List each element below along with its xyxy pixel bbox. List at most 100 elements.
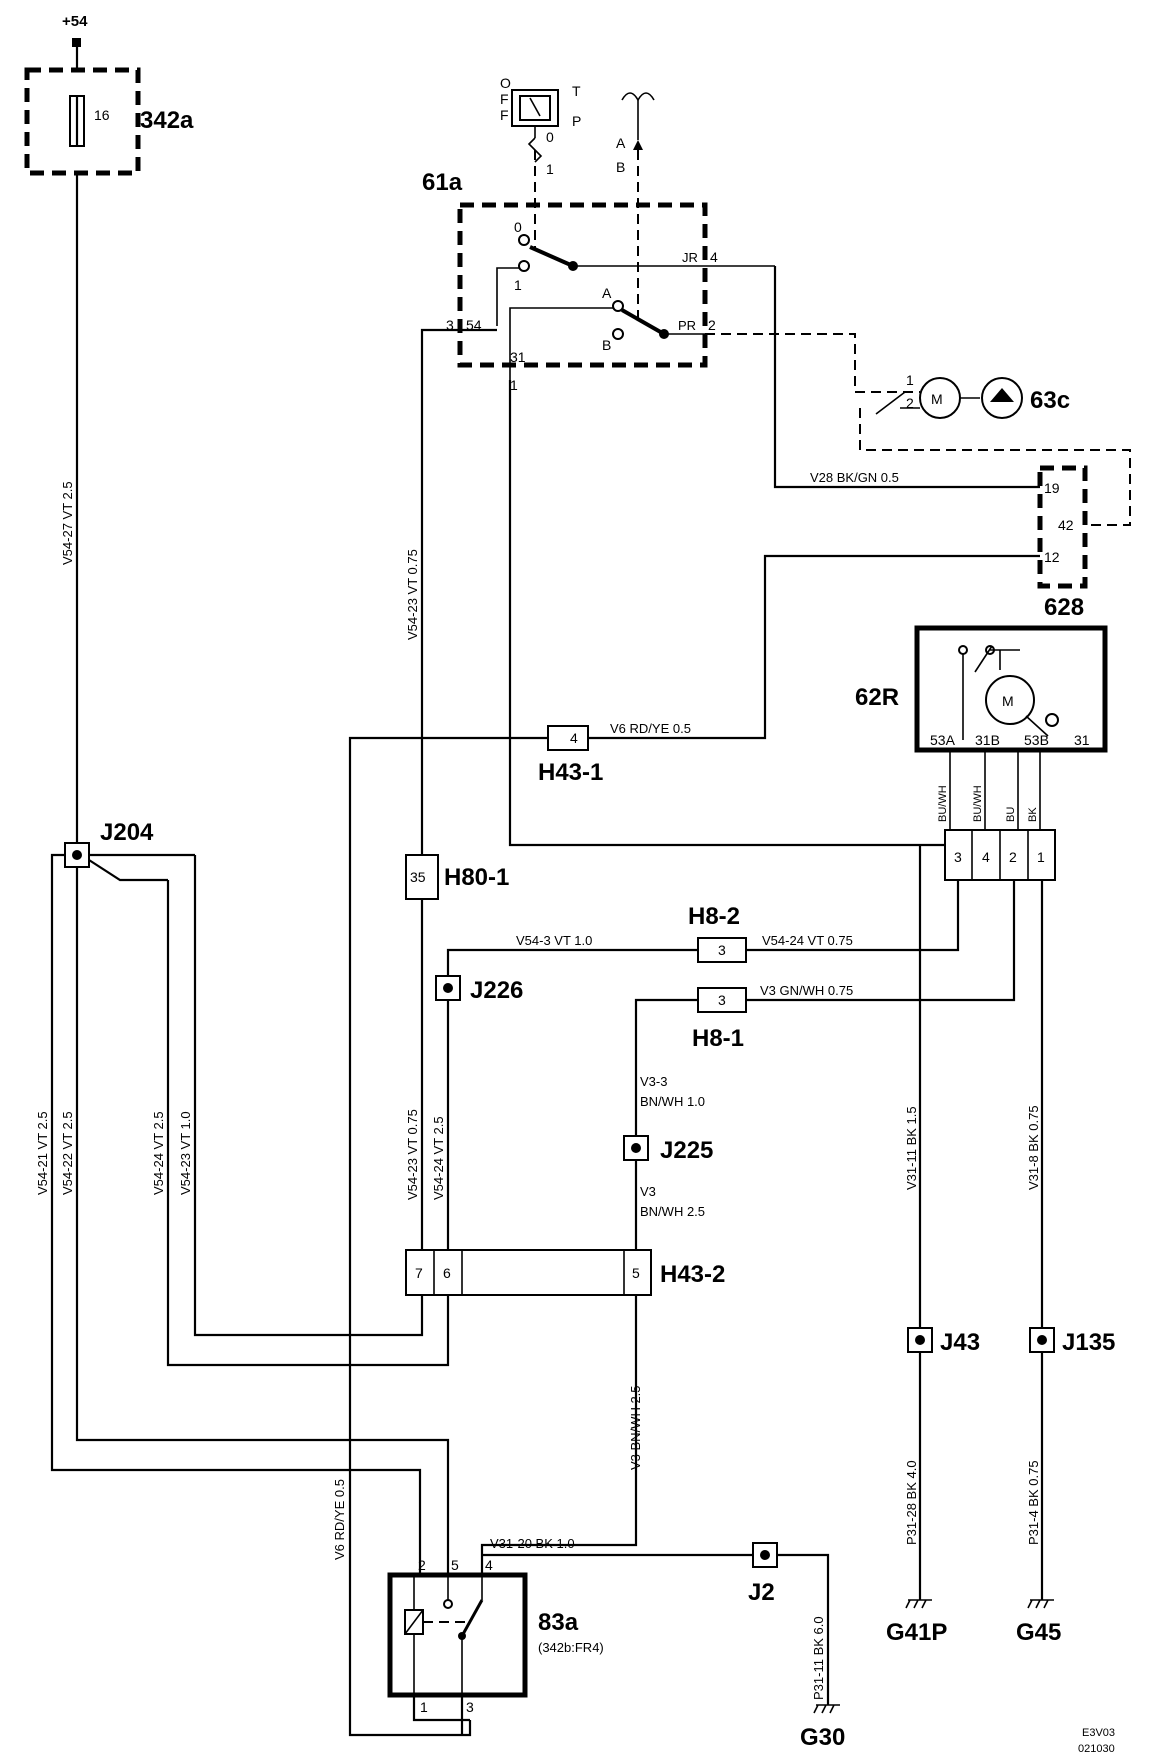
svg-text:BU/WH: BU/WH bbox=[972, 785, 984, 822]
supply-label: +54 bbox=[62, 13, 88, 30]
connector-h8-2: 3 H8-2 bbox=[688, 903, 747, 963]
svg-text:J135: J135 bbox=[1062, 1329, 1115, 1356]
connector-h43-2: 7 6 5 H43-2 bbox=[405, 1249, 725, 1296]
wire-v54-21: V54-21 VT 2.5 bbox=[35, 1111, 50, 1195]
junction-j2: J2 bbox=[748, 1542, 778, 1606]
svg-text:31: 31 bbox=[1074, 732, 1090, 748]
svg-text:G45: G45 bbox=[1016, 1619, 1061, 1646]
svg-text:B: B bbox=[616, 159, 625, 175]
footer-code: E3V03 bbox=[1082, 1727, 1115, 1739]
svg-text:63c: 63c bbox=[1030, 387, 1070, 414]
svg-text:0: 0 bbox=[546, 129, 554, 145]
wire-v3-3-a: V3-3 bbox=[640, 1074, 667, 1089]
svg-text:4: 4 bbox=[982, 849, 990, 865]
footer-date: 021030 bbox=[1078, 1743, 1115, 1755]
wire-v31-11-a: V31-11 BK 1.5 bbox=[904, 1106, 919, 1190]
svg-text:M: M bbox=[931, 391, 943, 407]
wire-v54-24-c: V54-24 VT 2.5 bbox=[431, 1116, 446, 1200]
svg-text:H43-1: H43-1 bbox=[538, 759, 603, 786]
svg-text:G30: G30 bbox=[800, 1724, 845, 1751]
svg-text:H8-1: H8-1 bbox=[692, 1025, 744, 1052]
svg-text:1: 1 bbox=[510, 377, 518, 393]
wire-v3-b2: BN/WH 2.5 bbox=[640, 1204, 705, 1219]
rear-wiper-switch-61a: 61a O F F T P 0 1 A B 0 1 A B bbox=[422, 75, 775, 393]
svg-text:2: 2 bbox=[906, 395, 914, 411]
svg-text:F: F bbox=[500, 107, 509, 123]
wire-v54-24-a: V54-24 VT 0.75 bbox=[762, 933, 853, 948]
svg-text:H80-1: H80-1 bbox=[444, 864, 509, 891]
svg-text:A: A bbox=[602, 285, 612, 301]
fuse-label: 342a bbox=[140, 107, 194, 134]
relay-83a: 2 5 4 1 3 83a (342b:FR4) bbox=[387, 1557, 604, 1715]
svg-text:BK: BK bbox=[1027, 807, 1039, 822]
svg-text:3: 3 bbox=[466, 1699, 474, 1715]
fuse-number: 16 bbox=[94, 107, 110, 123]
svg-text:53B: 53B bbox=[1024, 732, 1049, 748]
wire-v31-20: V31-20 BK 1.0 bbox=[490, 1536, 575, 1551]
svg-text:62R: 62R bbox=[855, 684, 899, 711]
svg-text:(342b:FR4): (342b:FR4) bbox=[538, 1640, 604, 1655]
svg-text:J225: J225 bbox=[660, 1137, 713, 1164]
wire-v54-23-b: V54-23 VT 1.0 bbox=[178, 1111, 193, 1195]
connector-h43-1: 4 H43-1 bbox=[538, 725, 603, 786]
wire-v3-a: V3 GN/WH 0.75 bbox=[760, 983, 853, 998]
svg-text:3: 3 bbox=[718, 942, 726, 958]
svg-text:J43: J43 bbox=[940, 1329, 980, 1356]
svg-text:O: O bbox=[500, 75, 511, 91]
module-628: 19 42 12 628 bbox=[1037, 465, 1088, 621]
svg-text:M: M bbox=[1002, 693, 1014, 709]
svg-text:53A: 53A bbox=[930, 732, 956, 748]
svg-text:3: 3 bbox=[954, 849, 962, 865]
svg-text:1: 1 bbox=[420, 1699, 428, 1715]
fuse-342a: 16 342a bbox=[24, 67, 194, 176]
ground-g30: G30 bbox=[800, 1704, 845, 1751]
svg-text:19: 19 bbox=[1044, 480, 1060, 496]
svg-text:42: 42 bbox=[1058, 517, 1074, 533]
svg-text:1: 1 bbox=[906, 372, 914, 388]
svg-text:H43-2: H43-2 bbox=[660, 1261, 725, 1288]
svg-text:T: T bbox=[572, 83, 581, 99]
wire-v3-c: V3 BN/WH 2.5 bbox=[628, 1385, 643, 1470]
ground-g45: G45 bbox=[1016, 1599, 1061, 1646]
svg-text:J204: J204 bbox=[100, 819, 154, 846]
svg-text:4: 4 bbox=[485, 1557, 493, 1573]
wire-v54-24-b: V54-24 VT 2.5 bbox=[151, 1111, 166, 1195]
svg-text:J226: J226 bbox=[470, 977, 523, 1004]
wire-v3-3-b: BN/WH 1.0 bbox=[640, 1094, 705, 1109]
svg-text:35: 35 bbox=[410, 869, 426, 885]
wire-v54-3: V54-3 VT 1.0 bbox=[516, 933, 592, 948]
svg-text:3: 3 bbox=[718, 992, 726, 1008]
svg-text:2: 2 bbox=[708, 317, 716, 333]
svg-text:H8-2: H8-2 bbox=[688, 903, 740, 930]
svg-text:31B: 31B bbox=[975, 732, 1000, 748]
svg-text:0: 0 bbox=[514, 219, 522, 235]
switch-61a-label: 61a bbox=[422, 169, 463, 196]
svg-text:1: 1 bbox=[546, 161, 554, 177]
svg-text:31: 31 bbox=[510, 349, 526, 365]
svg-text:A: A bbox=[616, 135, 626, 151]
svg-text:2: 2 bbox=[1009, 849, 1017, 865]
junction-j204: J204 bbox=[64, 819, 154, 868]
svg-text:5: 5 bbox=[451, 1557, 459, 1573]
svg-text:BU: BU bbox=[1005, 807, 1017, 822]
wire-v31-8: V31-8 BK 0.75 bbox=[1026, 1105, 1041, 1190]
wire-v28: V28 BK/GN 0.5 bbox=[810, 470, 899, 485]
wire-p31-4: P31-4 BK 0.75 bbox=[1026, 1460, 1041, 1545]
ground-g41p: G41P bbox=[886, 1599, 947, 1646]
junction-j226: J226 bbox=[435, 975, 523, 1004]
wire-v54-22: V54-22 VT 2.5 bbox=[60, 1111, 75, 1195]
svg-text:5: 5 bbox=[632, 1265, 640, 1281]
svg-text:6: 6 bbox=[443, 1265, 451, 1281]
wire-v6-a: V6 RD/YE 0.5 bbox=[610, 721, 691, 736]
rear-wiper-motor-62R: 62R M 53A 31B 53B 31 bbox=[855, 625, 1108, 753]
svg-text:J2: J2 bbox=[748, 1579, 775, 1606]
svg-text:1: 1 bbox=[1037, 849, 1045, 865]
connector-h8-1: 3 H8-1 bbox=[692, 987, 747, 1052]
connector-h80-1: 35 H80-1 bbox=[405, 854, 509, 900]
svg-text:BU/WH: BU/WH bbox=[937, 785, 949, 822]
junction-j135: J135 bbox=[1029, 1327, 1115, 1356]
svg-text:F: F bbox=[500, 91, 509, 107]
svg-text:3: 3 bbox=[446, 317, 454, 333]
wire-v54-23-c: V54-23 VT 0.75 bbox=[405, 1109, 420, 1200]
svg-text:JR: JR bbox=[682, 250, 698, 265]
